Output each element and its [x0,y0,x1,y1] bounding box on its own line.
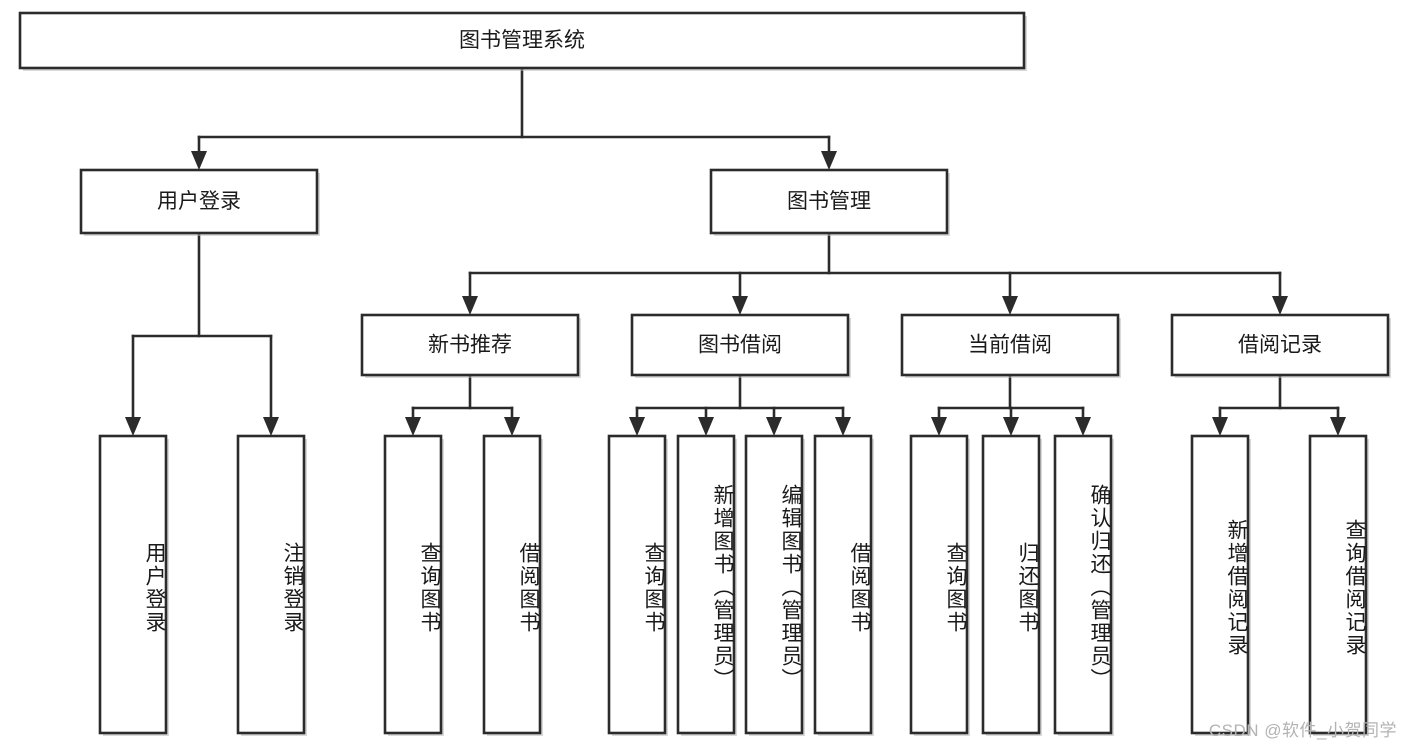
node-leaf-add-borrow-record[interactable] [1190,434,1251,736]
node-leaf-query-book-current[interactable] [909,434,970,736]
node-label-leaf-confirm-return: 确认归还（管理员） [1088,484,1111,691]
arrow-head-icon [504,417,520,436]
node-leaf-query-book-borrow[interactable] [607,434,668,736]
node-label-borrow-records: 借阅记录 [1238,334,1322,357]
csdn-watermark: CSDN @软件_小贺同学 [1208,721,1397,740]
node-label-leaf-add-book: 新增图书（管理员） [711,484,734,691]
node-label-leaf-edit-book: 编辑图书（管理员） [779,484,802,691]
node-label-leaf-query-book-rec: 查询图书 [418,541,441,634]
node-label-user-login: 用户登录 [157,190,241,213]
arrow-head-icon [191,151,207,170]
node-label-leaf-query-borrow-record: 查询借阅记录 [1343,518,1366,657]
arrow-head-icon [1002,296,1018,315]
node-box-layer [18,11,1391,736]
node-borrow-records[interactable] [1170,313,1391,378]
arrow-head-icon [1212,417,1228,436]
node-label-current-borrow: 当前借阅 [968,334,1052,357]
node-label-leaf-user-login: 用户登录 [143,541,166,634]
node-label-leaf-return-book: 归还图书 [1016,541,1039,634]
node-leaf-add-book[interactable] [676,434,737,736]
node-label-leaf-borrow-book: 借阅图书 [848,541,871,634]
node-label-root: 图书管理系统 [459,29,585,52]
arrow-head-icon [835,417,851,436]
arrow-head-icon [1272,296,1288,315]
node-leaf-query-borrow-record[interactable] [1308,434,1369,736]
node-leaf-query-book-rec[interactable] [383,434,444,736]
node-leaf-borrow-book[interactable] [813,434,874,736]
arrow-head-icon [766,417,782,436]
arrow-head-icon [1075,417,1091,436]
arrow-head-icon [125,417,141,436]
arrow-head-icon [698,417,714,436]
arrow-head-icon [263,417,279,436]
arrow-head-icon [732,296,748,315]
node-leaf-logout[interactable] [236,434,307,736]
node-leaf-user-login[interactable] [98,434,169,736]
node-label-leaf-add-borrow-record: 新增借阅记录 [1225,518,1248,657]
node-book-borrow[interactable] [630,313,851,378]
connector-layer [125,66,1346,436]
node-label-book-management: 图书管理 [787,190,871,213]
node-leaf-borrow-book-rec[interactable] [482,434,543,736]
arrow-head-icon [1330,417,1346,436]
node-new-book-recommend[interactable] [360,313,581,378]
node-label-leaf-logout: 注销登录 [281,541,304,634]
arrow-head-icon [1003,417,1019,436]
node-label-leaf-query-book-current: 查询图书 [944,541,967,634]
node-label-leaf-borrow-book-rec: 借阅图书 [517,541,540,634]
node-label-book-borrow: 图书借阅 [698,334,782,357]
node-book-management[interactable] [709,168,950,236]
arrow-head-icon [629,417,645,436]
arrow-head-icon [931,417,947,436]
node-user-login[interactable] [79,168,320,236]
arrow-head-icon [405,417,421,436]
node-leaf-return-book[interactable] [981,434,1042,736]
arrow-head-icon [821,151,837,170]
node-current-borrow[interactable] [900,313,1121,378]
node-leaf-confirm-return[interactable] [1053,434,1114,736]
node-label-leaf-query-book-borrow: 查询图书 [642,541,665,634]
node-label-new-book-recommend: 新书推荐 [428,334,512,357]
node-root[interactable] [18,11,1027,71]
node-leaf-edit-book[interactable] [744,434,805,736]
arrow-head-icon [462,296,478,315]
